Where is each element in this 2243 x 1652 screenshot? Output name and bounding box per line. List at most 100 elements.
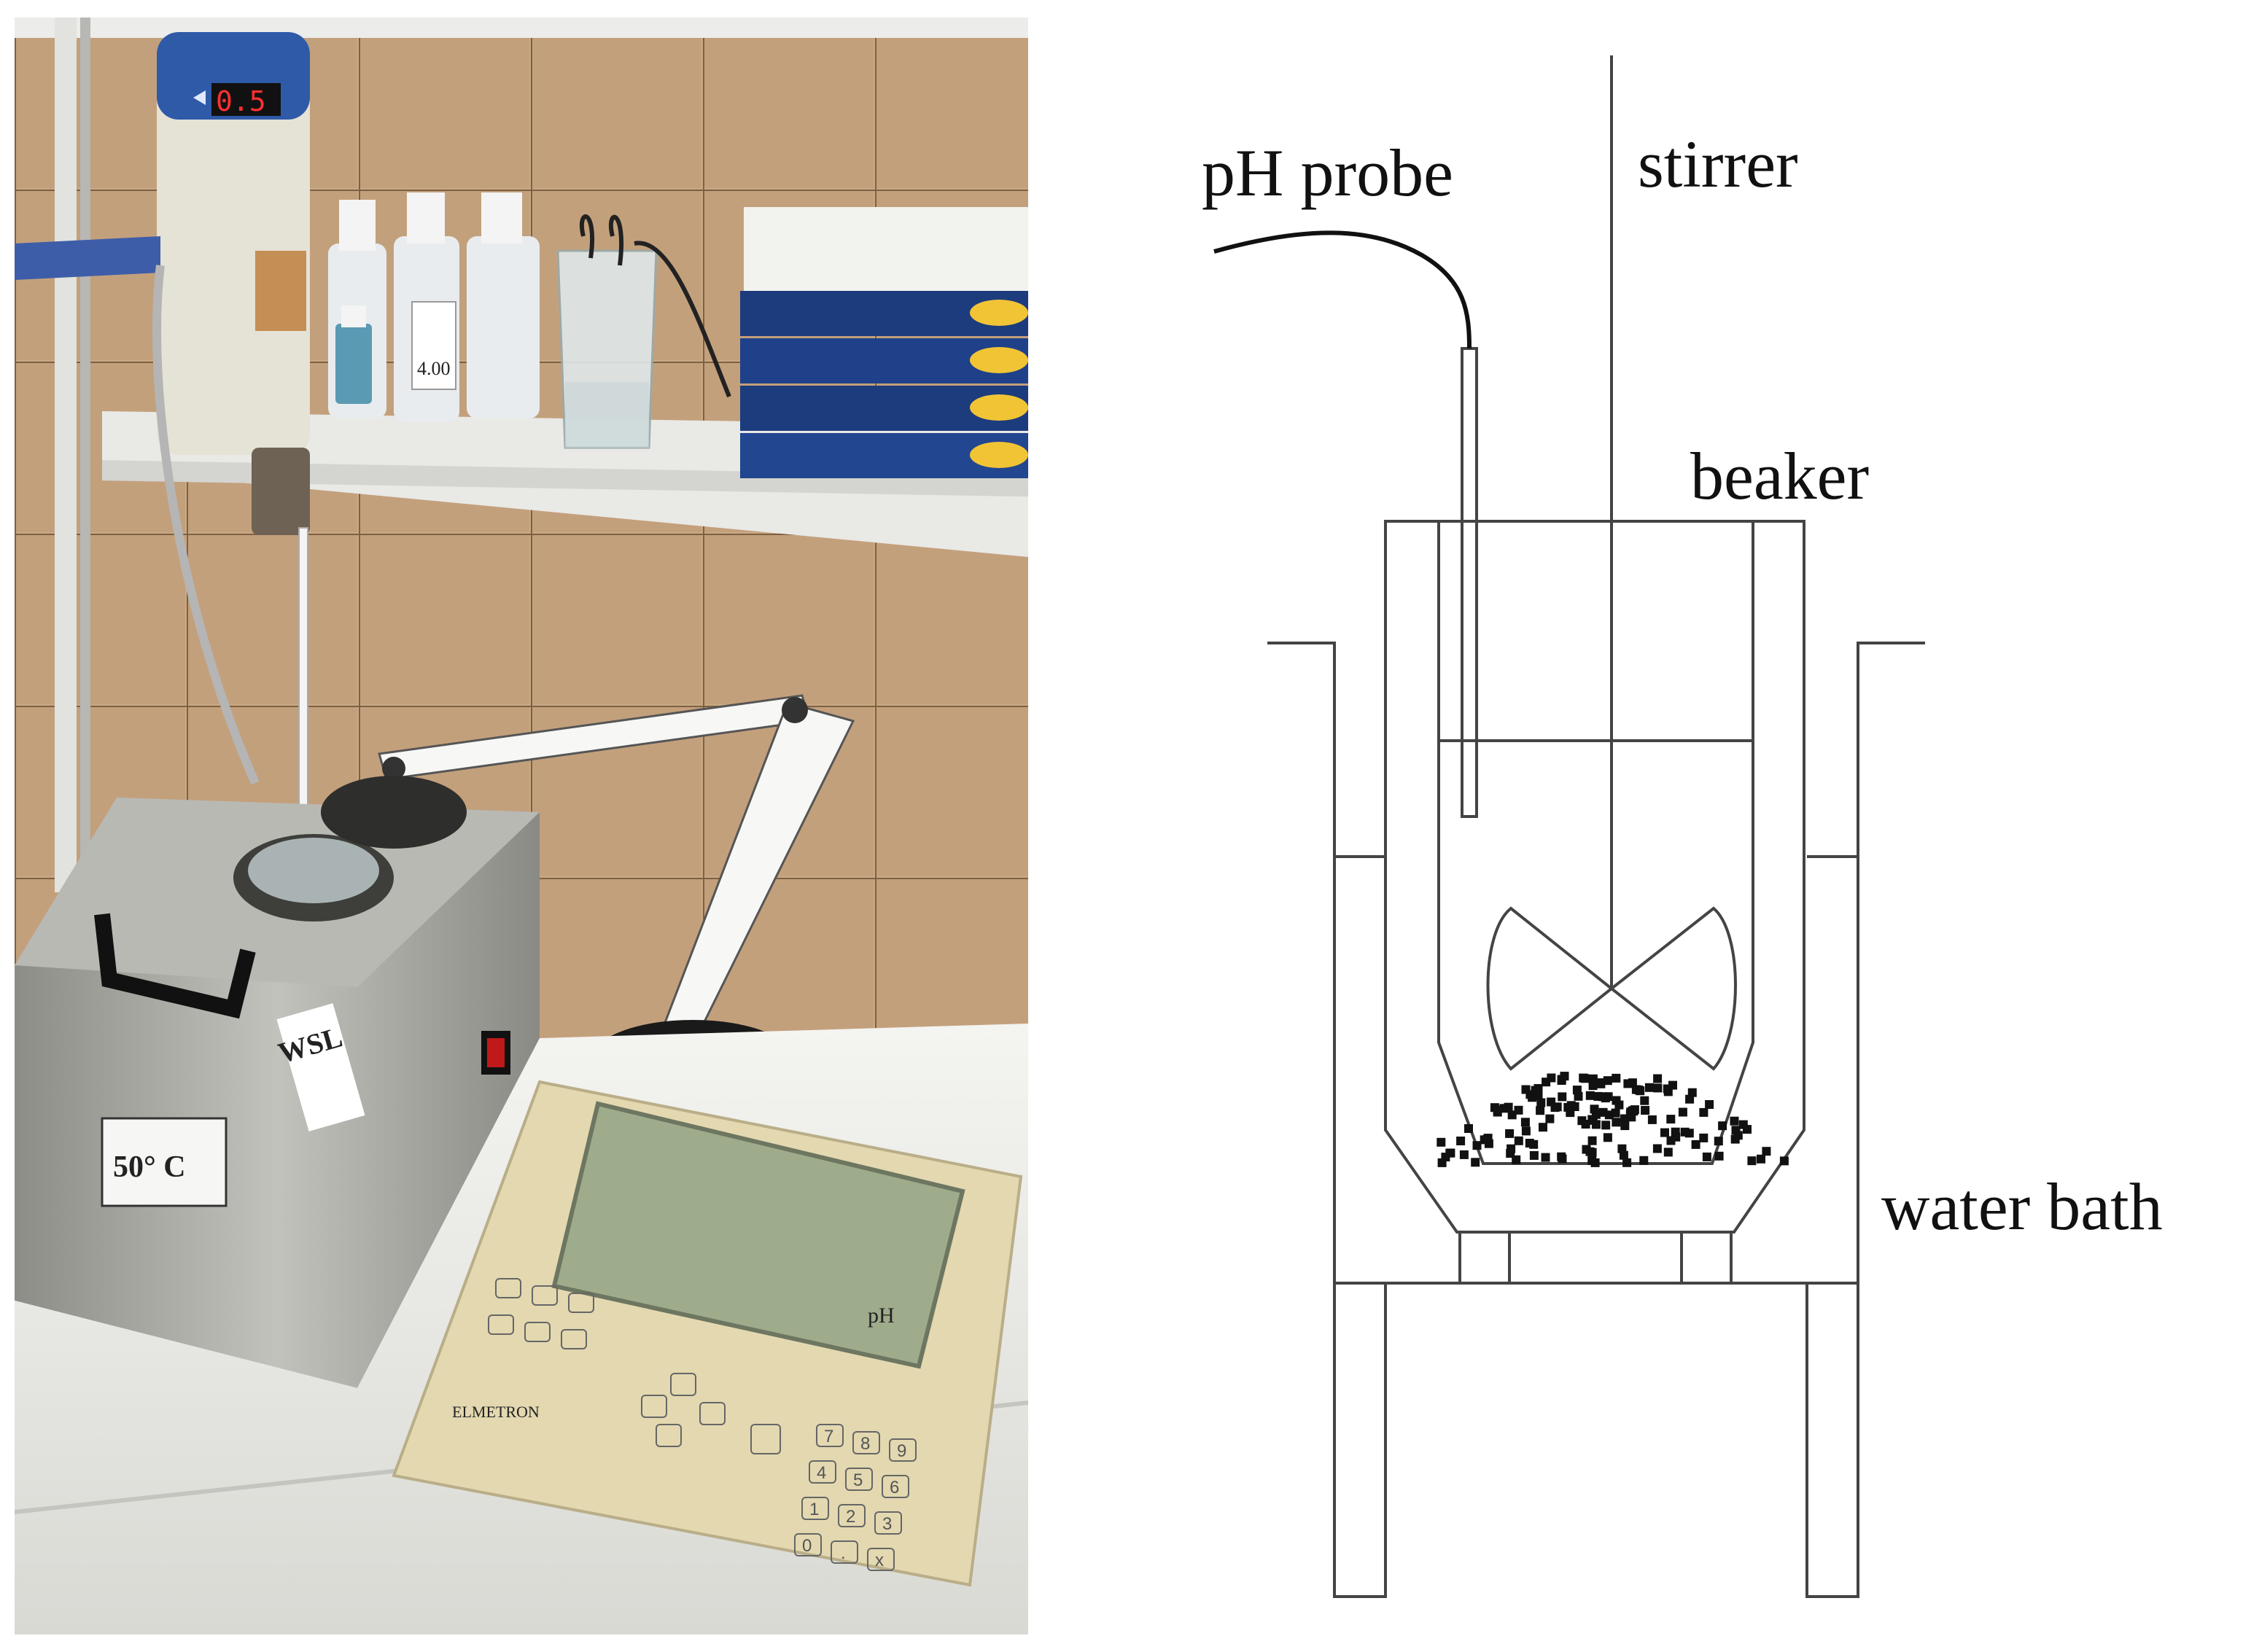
particle — [1622, 1158, 1632, 1167]
key-5: 5 — [853, 1470, 863, 1490]
ph-probe-body — [1461, 347, 1478, 818]
particle — [1612, 1073, 1621, 1083]
particle — [1545, 1114, 1555, 1123]
particle — [1591, 1120, 1601, 1129]
particle — [1533, 1084, 1543, 1093]
bottle-label: 4.00 — [417, 358, 451, 379]
particle — [1493, 1105, 1502, 1115]
particle — [1603, 1133, 1612, 1142]
particle — [1718, 1121, 1727, 1131]
particle — [1566, 1108, 1575, 1118]
particle — [1459, 1150, 1469, 1159]
key-0: 0 — [802, 1536, 812, 1556]
particle — [1514, 1136, 1523, 1145]
particle — [1603, 1076, 1612, 1086]
lab-setup-photo: 4.00 0.5 — [15, 17, 1028, 1635]
key-8: 8 — [860, 1434, 870, 1454]
label-water-bath: water bath — [1881, 1169, 2163, 1244]
particle — [1644, 1083, 1654, 1092]
temperature-sign: 50° C — [113, 1150, 186, 1184]
key-9: 9 — [897, 1441, 906, 1461]
particle — [1577, 1116, 1587, 1126]
particle — [1757, 1154, 1765, 1164]
stirrer-display: 0.5 — [216, 85, 266, 117]
particle — [1663, 1148, 1673, 1157]
ph-probe-cable — [1213, 230, 1472, 349]
particle — [1666, 1115, 1676, 1124]
beaker-support-left — [1458, 1232, 1511, 1283]
key-4: 4 — [817, 1463, 826, 1483]
particle — [1653, 1074, 1663, 1083]
meter-arrow-keys — [641, 1373, 781, 1454]
particle — [1714, 1137, 1723, 1146]
particle — [1730, 1116, 1739, 1126]
particle — [1730, 1134, 1740, 1144]
particle — [1585, 1091, 1595, 1100]
meter-brand: ELMETRON — [452, 1403, 540, 1421]
key-2: 2 — [846, 1507, 855, 1527]
particle — [1652, 1144, 1662, 1153]
impeller — [1486, 906, 1737, 1071]
beaker-inner — [1437, 521, 1754, 1165]
particle — [1437, 1158, 1447, 1167]
particle — [1619, 1150, 1628, 1160]
shelf-beaker — [556, 214, 731, 449]
particle — [1525, 1090, 1535, 1099]
particle — [1580, 1074, 1590, 1083]
stand-clamp — [15, 236, 160, 280]
label-stirrer: stirrer — [1638, 127, 1798, 201]
particle — [1520, 1118, 1530, 1127]
particle — [1639, 1156, 1649, 1165]
particle — [1483, 1134, 1493, 1143]
key-dot: . — [841, 1543, 846, 1563]
particle — [1541, 1153, 1550, 1162]
particle — [1678, 1107, 1687, 1117]
key-3: 3 — [882, 1514, 892, 1534]
particle — [1779, 1156, 1789, 1166]
particle — [1702, 1152, 1711, 1161]
key-x: x — [875, 1551, 884, 1570]
particle — [1647, 1115, 1657, 1124]
particle — [1521, 1126, 1531, 1136]
meter-unit: pH — [868, 1304, 895, 1328]
beaker-support-right — [1680, 1232, 1733, 1283]
label-beaker: beaker — [1690, 439, 1869, 513]
particle — [1595, 1079, 1604, 1088]
particle — [1566, 1101, 1576, 1110]
particle — [1587, 1136, 1597, 1145]
particle — [1529, 1150, 1539, 1160]
particle — [1699, 1107, 1709, 1117]
particle — [1590, 1158, 1600, 1167]
particle — [1557, 1152, 1566, 1161]
particle — [1514, 1105, 1523, 1115]
particle — [1558, 1092, 1567, 1102]
particle — [1743, 1125, 1752, 1134]
particle — [1572, 1086, 1582, 1095]
particle — [1660, 1128, 1669, 1137]
key-6: 6 — [890, 1478, 899, 1497]
particle — [1680, 1127, 1690, 1137]
particle — [1525, 1139, 1534, 1148]
particle — [1472, 1141, 1482, 1150]
meter-keypad: 7 8 9 4 5 6 1 2 3 0 . x — [794, 1424, 917, 1571]
particle — [1601, 1121, 1611, 1130]
particle — [1456, 1137, 1466, 1145]
particle — [1671, 1127, 1680, 1137]
particle — [1542, 1078, 1551, 1087]
particle — [1640, 1096, 1649, 1105]
particle — [1612, 1096, 1621, 1105]
particle — [1590, 1104, 1599, 1114]
particle — [1705, 1100, 1714, 1109]
particle — [1691, 1139, 1700, 1149]
particle — [1641, 1106, 1650, 1115]
particle — [1668, 1080, 1677, 1090]
particle — [1747, 1156, 1757, 1166]
water-bath: WSL 50° C — [15, 776, 540, 1388]
particle — [1507, 1144, 1516, 1153]
key-7: 7 — [824, 1427, 833, 1446]
particle — [1620, 1121, 1630, 1131]
particle — [1437, 1137, 1446, 1147]
particle — [1585, 1147, 1595, 1156]
particle — [1714, 1151, 1724, 1161]
reagent-bottles: 4.00 — [328, 192, 540, 422]
